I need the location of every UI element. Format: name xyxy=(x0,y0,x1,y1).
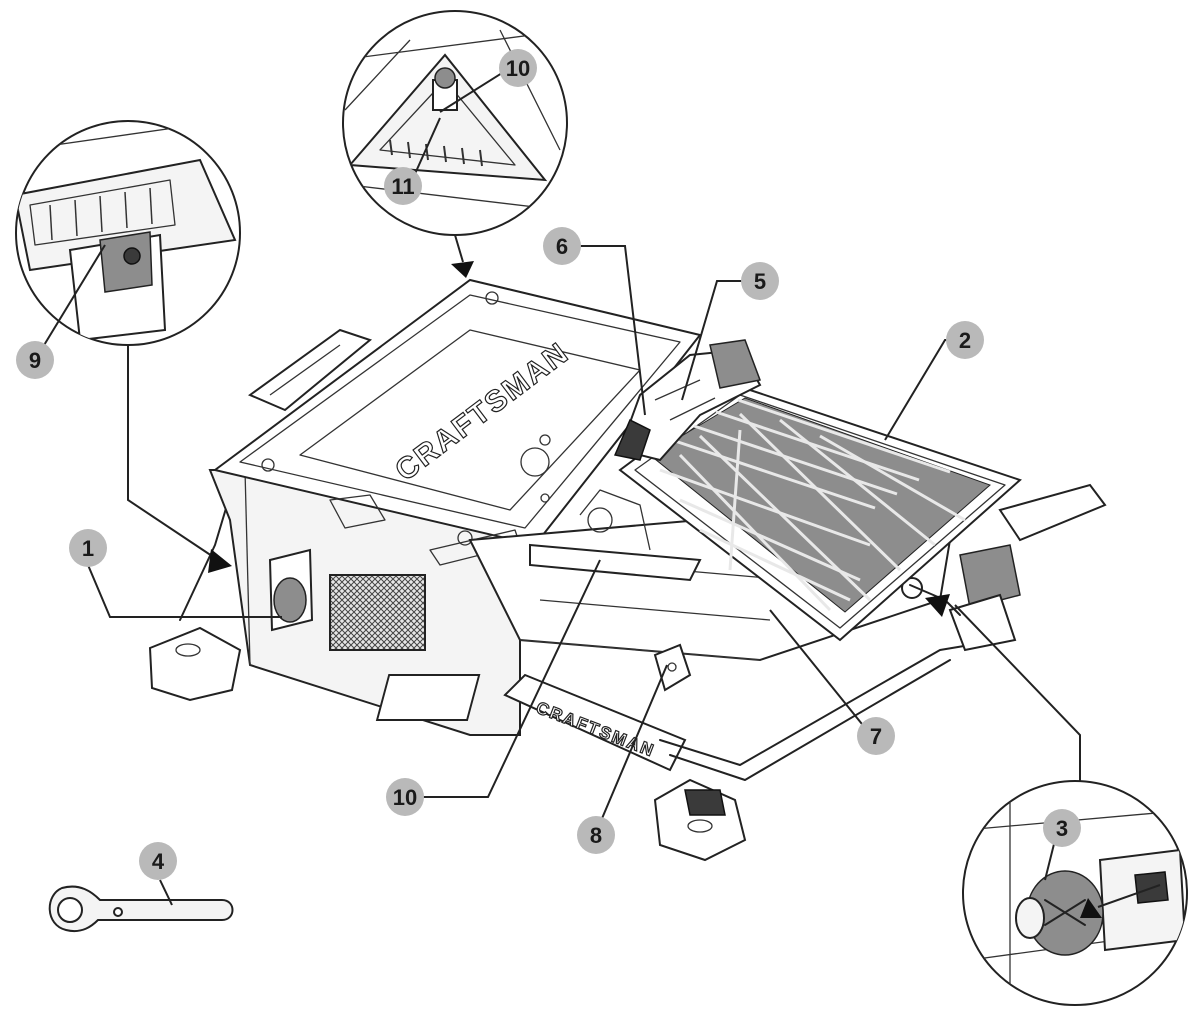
callout-10-top: 10 xyxy=(499,49,537,87)
blade-wrench xyxy=(48,885,234,932)
detail-circle-top xyxy=(342,10,568,236)
callout-1: 1 xyxy=(69,529,107,567)
svg-text:7: 7 xyxy=(870,724,882,749)
callout-6: 6 xyxy=(543,227,581,265)
arrow-left-detail xyxy=(208,549,232,573)
svg-text:4: 4 xyxy=(152,849,165,874)
svg-text:9: 9 xyxy=(29,348,41,373)
callout-10-bottom: 10 xyxy=(386,778,424,816)
callout-11: 11 xyxy=(384,167,422,205)
blade-guard-scale xyxy=(613,418,651,461)
front-tray xyxy=(375,674,481,721)
svg-text:2: 2 xyxy=(959,328,971,353)
front-handle xyxy=(503,673,687,772)
svg-text:10: 10 xyxy=(393,785,417,810)
svg-text:5: 5 xyxy=(754,269,766,294)
arrowheads xyxy=(208,261,1102,918)
callout-9: 9 xyxy=(16,341,54,379)
saw-body: CRAFTSMAN CRAFTSMAN xyxy=(148,278,1107,862)
side-handle xyxy=(247,328,373,412)
svg-text:1: 1 xyxy=(82,536,94,561)
callout-5: 5 xyxy=(741,262,779,300)
blade-guard-knob xyxy=(709,339,762,389)
callout-3: 3 xyxy=(1043,809,1081,847)
arrow-top-detail xyxy=(451,261,474,278)
leader-lines xyxy=(34,67,1161,908)
callout-2: 2 xyxy=(946,321,984,359)
detail-circle-left xyxy=(15,120,241,346)
svg-text:11: 11 xyxy=(391,174,414,199)
top-plate xyxy=(212,278,702,547)
arrow-knob xyxy=(1080,898,1102,918)
rear-left-foot xyxy=(148,626,242,702)
power-switch xyxy=(273,577,307,623)
svg-text:10: 10 xyxy=(506,56,530,81)
callout-7: 7 xyxy=(857,717,895,755)
svg-text:6: 6 xyxy=(556,234,568,259)
arrow-right-detail xyxy=(925,594,950,617)
rear-handle-bar xyxy=(998,483,1107,542)
callouts: 1 2 3 4 5 6 7 8 9 10 10 11 xyxy=(16,49,1081,880)
housing-grille xyxy=(329,574,426,651)
detail-circle-right xyxy=(962,780,1188,1006)
callout-4: 4 xyxy=(139,842,177,880)
svg-text:8: 8 xyxy=(590,823,602,848)
handle-grip xyxy=(959,544,1021,609)
rip-fence xyxy=(529,543,702,582)
callout-8: 8 xyxy=(577,816,615,854)
right-knob xyxy=(901,577,923,599)
svg-text:3: 3 xyxy=(1056,816,1068,841)
angle-guide-triangle xyxy=(347,53,548,182)
